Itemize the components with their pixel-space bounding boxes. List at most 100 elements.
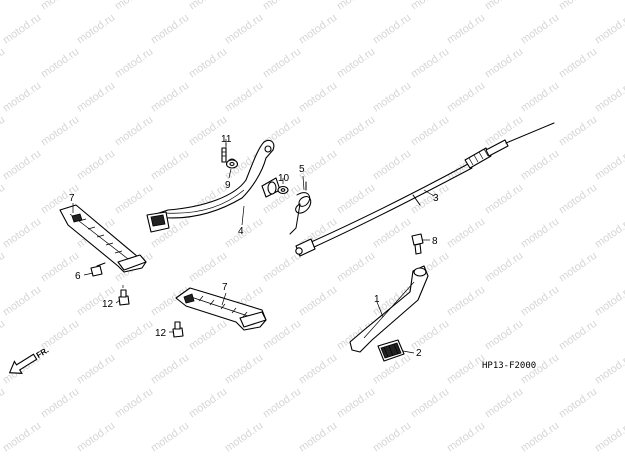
watermark-text: motod.ru bbox=[187, 386, 229, 421]
watermark-text: motod.ru bbox=[0, 250, 7, 285]
watermark-text: motod.ru bbox=[593, 352, 625, 387]
watermark-text: motod.ru bbox=[445, 420, 487, 455]
watermark-text: motod.ru bbox=[519, 12, 561, 47]
watermark-text: motod.ru bbox=[39, 114, 81, 149]
watermark-text: motod.ru bbox=[261, 46, 303, 81]
watermark-text: motod.ru bbox=[0, 318, 7, 353]
watermark-text: motod.ru bbox=[149, 420, 191, 455]
watermark-text: motod.ru bbox=[335, 182, 377, 217]
watermark-text: motod.ru bbox=[445, 284, 487, 319]
watermark-text: motod.ru bbox=[593, 420, 625, 455]
callout-4: 4 bbox=[238, 226, 244, 237]
callout-5: 5 bbox=[299, 164, 305, 175]
watermark-text: motod.ru bbox=[335, 114, 377, 149]
bolt-6 bbox=[90, 262, 106, 277]
watermark-text: motod.ru bbox=[75, 352, 117, 387]
washer-9 bbox=[225, 159, 239, 169]
watermark-text: motod.ru bbox=[593, 148, 625, 183]
watermark-text: motod.ru bbox=[0, 182, 7, 217]
watermark-text: motod.ru bbox=[149, 148, 191, 183]
callout-3: 3 bbox=[433, 193, 439, 204]
watermark-text: motod.ru bbox=[519, 148, 561, 183]
watermark-text: motod.ru bbox=[223, 420, 265, 455]
watermark-text: motod.ru bbox=[187, 46, 229, 81]
watermark-text: motod.ru bbox=[557, 182, 599, 217]
watermark-text: motod.ru bbox=[113, 386, 155, 421]
callout-6: 6 bbox=[75, 271, 81, 282]
callout-7-upper: 7 bbox=[69, 193, 75, 204]
watermark-text: motod.ru bbox=[149, 80, 191, 115]
watermark-text: motod.ru bbox=[371, 12, 413, 47]
watermark-text: motod.ru bbox=[593, 12, 625, 47]
brake-cable-3 bbox=[295, 122, 555, 257]
callout-9: 9 bbox=[225, 180, 231, 191]
watermark-text: motod.ru bbox=[409, 46, 451, 81]
watermark-text: motod.ru bbox=[445, 352, 487, 387]
watermark-text: motod.ru bbox=[409, 114, 451, 149]
watermark-text: motod.ru bbox=[335, 250, 377, 285]
watermark-text: motod.ru bbox=[223, 216, 265, 251]
watermark-text: motod.ru bbox=[113, 0, 155, 12]
watermark-text: motod.ru bbox=[335, 46, 377, 81]
watermark-text: motod.ru bbox=[261, 0, 303, 12]
watermark-text: motod.ru bbox=[113, 182, 155, 217]
watermark-text: motod.ru bbox=[519, 420, 561, 455]
watermark-text: motod.ru bbox=[371, 80, 413, 115]
watermark-text: motod.ru bbox=[0, 0, 7, 12]
watermark-text: motod.ru bbox=[593, 216, 625, 251]
watermark-text: motod.ru bbox=[1, 148, 43, 183]
watermark-text: motod.ru bbox=[371, 420, 413, 455]
watermark-text: motod.ru bbox=[445, 216, 487, 251]
watermark-text: motod.ru bbox=[1, 420, 43, 455]
pin-11 bbox=[221, 139, 227, 163]
watermark-text: motod.ru bbox=[409, 386, 451, 421]
watermark-text: motod.ru bbox=[113, 46, 155, 81]
spring-5 bbox=[289, 181, 312, 235]
watermark-text: motod.ru bbox=[371, 148, 413, 183]
watermark-text: motod.ru bbox=[0, 114, 7, 149]
watermark-text: motod.ru bbox=[113, 318, 155, 353]
watermark-text: motod.ru bbox=[557, 386, 599, 421]
watermark-text: motod.ru bbox=[297, 420, 339, 455]
watermark-text: motod.ru bbox=[1, 12, 43, 47]
diagram-code: HP13-F2000 bbox=[482, 361, 536, 371]
watermark-text: motod.ru bbox=[335, 386, 377, 421]
watermark-text: motod.ru bbox=[187, 250, 229, 285]
watermark-text: motod.ru bbox=[39, 386, 81, 421]
watermark-text: motod.ru bbox=[297, 352, 339, 387]
watermark-text: motod.ru bbox=[1, 284, 43, 319]
watermark-text: motod.ru bbox=[149, 352, 191, 387]
watermark-text: motod.ru bbox=[557, 46, 599, 81]
callout-10: 10 bbox=[278, 173, 290, 184]
watermark-text: motod.ru bbox=[483, 318, 525, 353]
watermark-text: motod.ru bbox=[1, 80, 43, 115]
watermark-text: motod.ru bbox=[445, 12, 487, 47]
watermark-text: motod.ru bbox=[187, 0, 229, 12]
watermark-text: motod.ru bbox=[39, 0, 81, 12]
watermark-text: motod.ru bbox=[557, 114, 599, 149]
watermark-text: motod.ru bbox=[0, 46, 7, 81]
watermark-text: motod.ru bbox=[409, 182, 451, 217]
watermark-text: motod.ru bbox=[593, 284, 625, 319]
watermark-text: motod.ru bbox=[593, 80, 625, 115]
washer-10 bbox=[277, 178, 289, 195]
watermark-text: motod.ru bbox=[483, 386, 525, 421]
callout-8: 8 bbox=[432, 236, 438, 247]
watermark-text: motod.ru bbox=[261, 386, 303, 421]
front-direction-arrow: FR. bbox=[8, 346, 50, 374]
watermark-text: motod.ru bbox=[75, 80, 117, 115]
callout-7-lower: 7 bbox=[222, 282, 228, 293]
watermark-text: motod.ru bbox=[519, 284, 561, 319]
watermark-text: motod.ru bbox=[519, 216, 561, 251]
watermark-text: motod.ru bbox=[261, 250, 303, 285]
watermark-text: motod.ru bbox=[113, 114, 155, 149]
watermark-text: motod.ru bbox=[483, 0, 525, 12]
callout-12-upper: 12 bbox=[102, 299, 114, 310]
watermark-text: motod.ru bbox=[187, 318, 229, 353]
watermark-text: motod.ru bbox=[1, 216, 43, 251]
watermark-text: motod.ru bbox=[297, 12, 339, 47]
watermark-text: motod.ru bbox=[335, 0, 377, 12]
watermark-text: motod.ru bbox=[223, 352, 265, 387]
watermark-text: motod.ru bbox=[409, 0, 451, 12]
watermark-text: motod.ru bbox=[371, 216, 413, 251]
